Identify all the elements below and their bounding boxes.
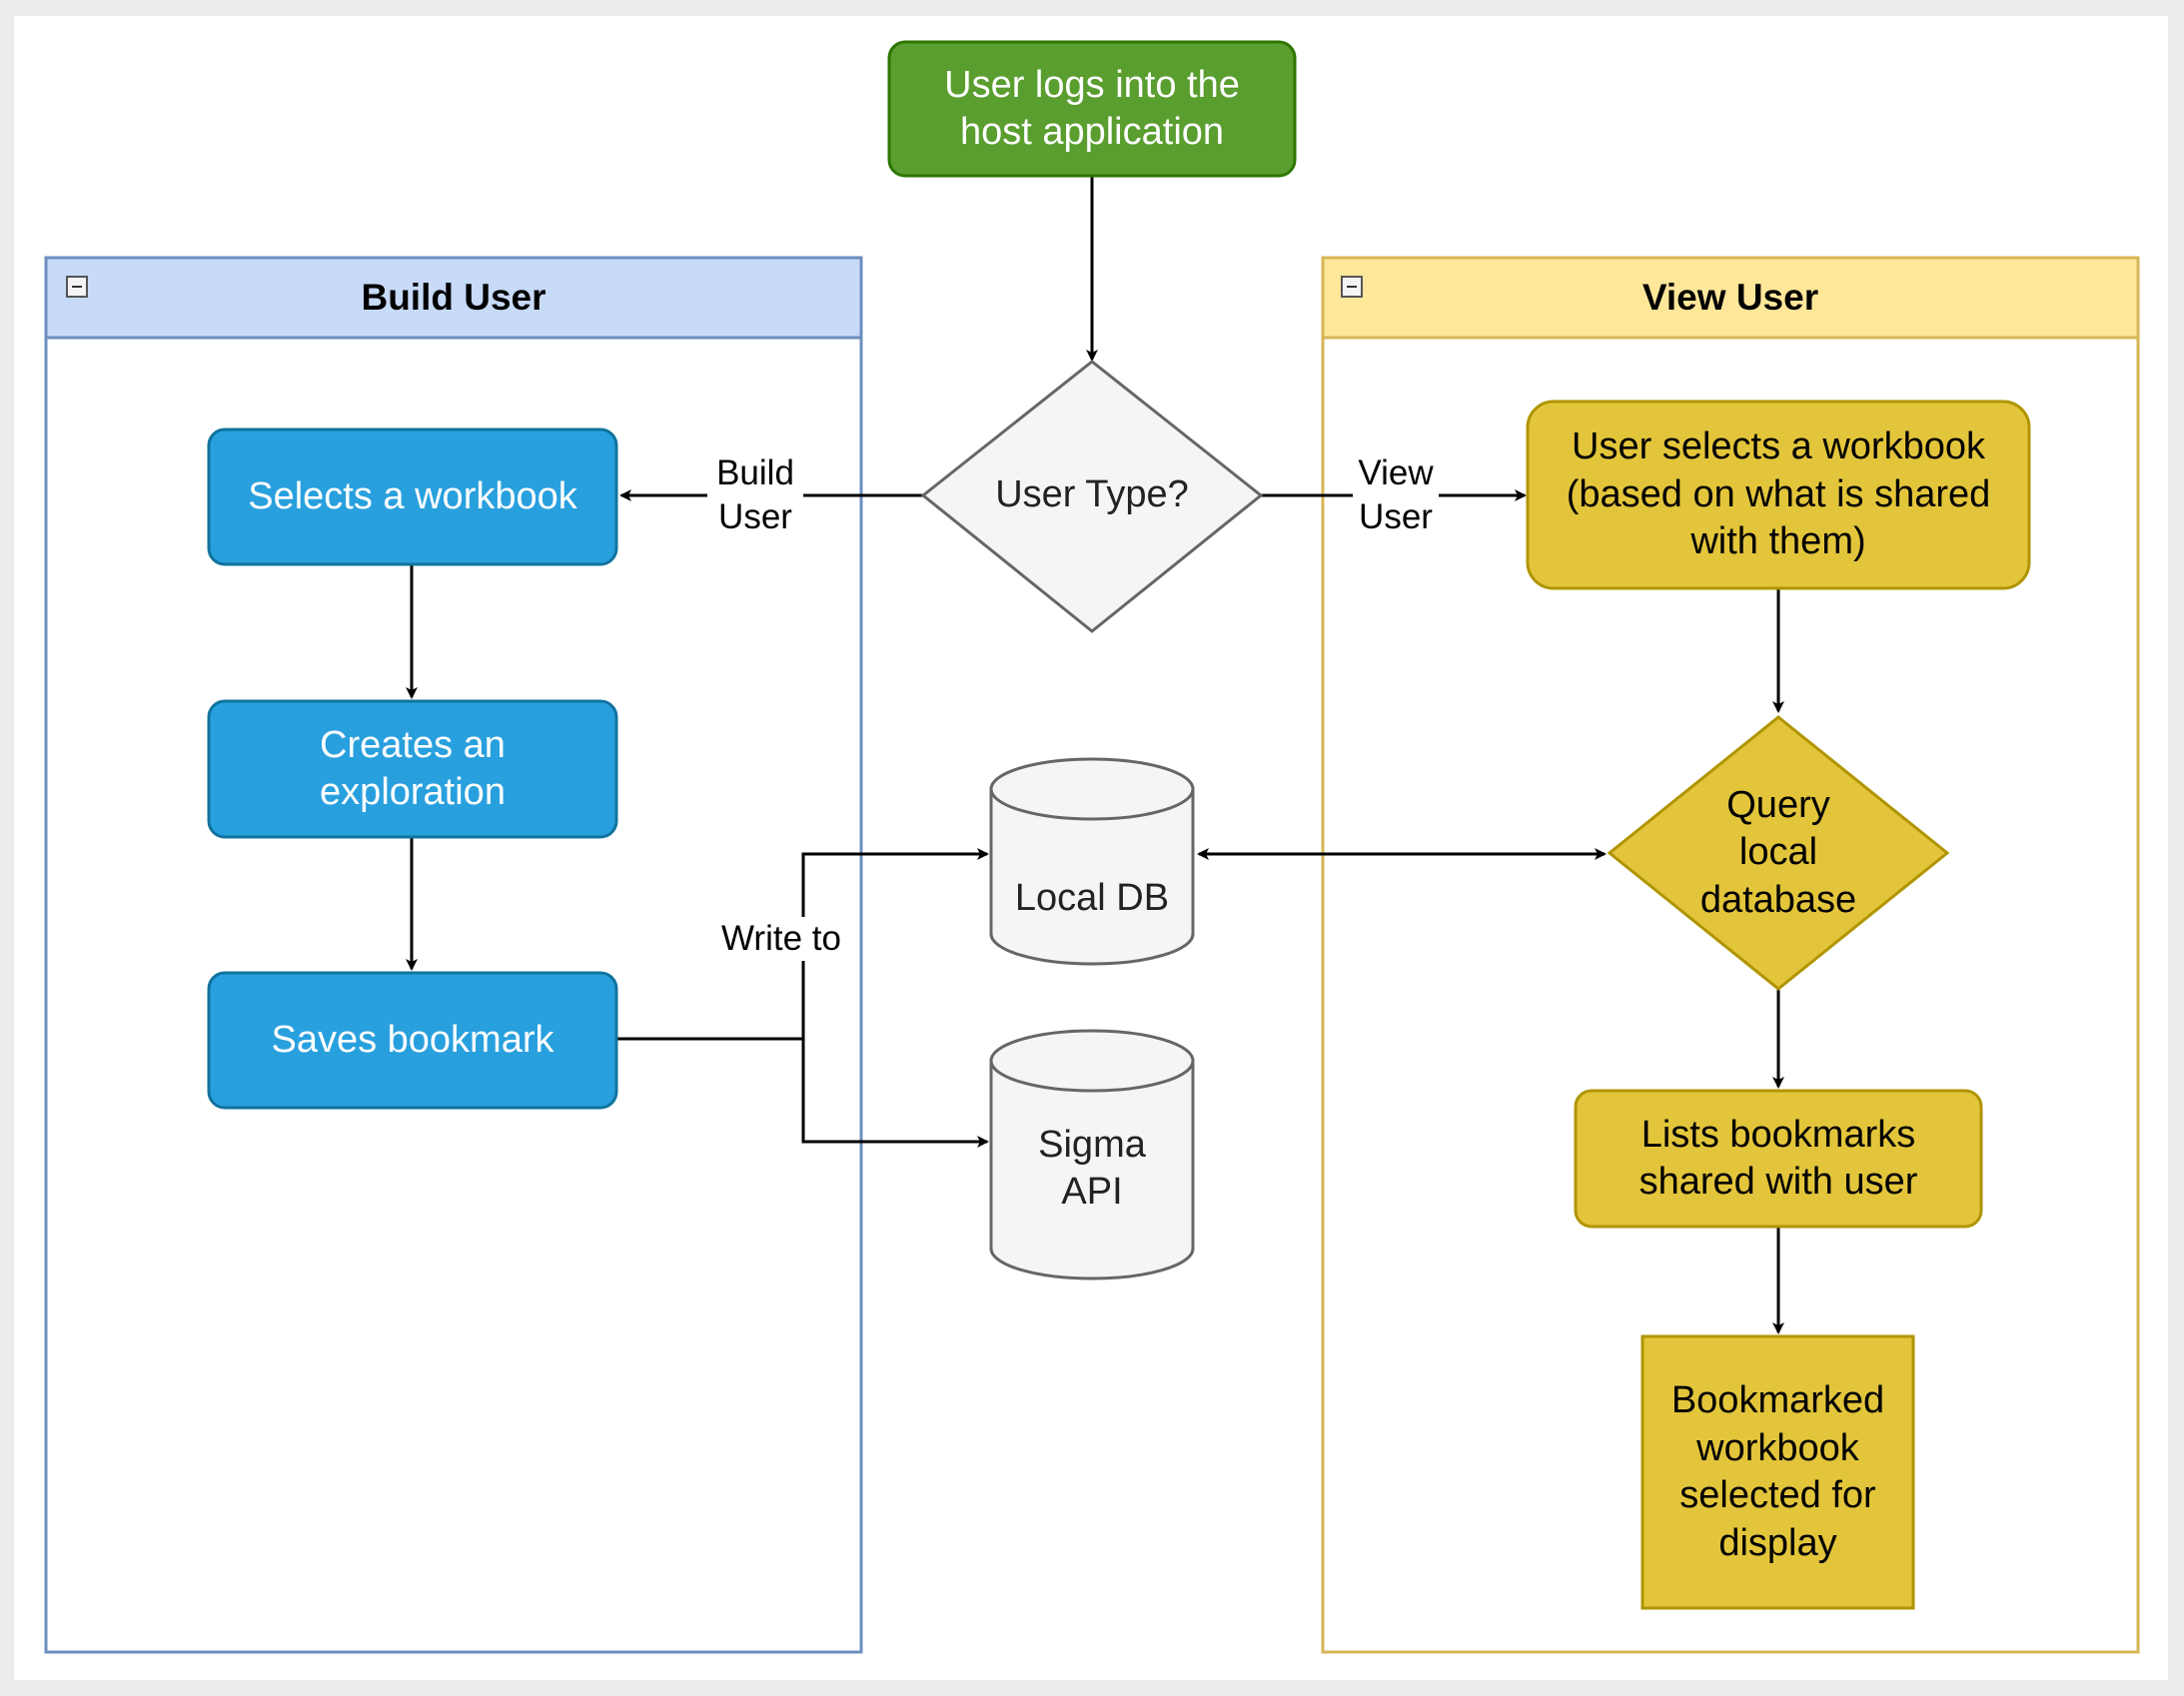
build-lane-collapse-icon[interactable] [66,276,88,298]
sigma-api-cylinder[interactable] [989,1029,1195,1280]
edge-label-build-user: Build User [707,451,803,539]
build-explore-label: Creates an exploration [320,723,506,814]
local-db-label: Local DB [1014,877,1170,920]
view-query-label: Query local database [1699,783,1857,921]
view-user-lane-title: View User [1323,258,2138,338]
view-display-label: Bookmarked workbook selected for display [1670,1379,1885,1564]
build-select-label: Selects a workbook [248,474,577,517]
build-create-exploration-node[interactable] [207,699,618,839]
view-user-title-text: View User [1641,277,1819,318]
view-list-bookmarks-node[interactable] [1574,1089,1983,1229]
edge-label-view-user: View User [1353,451,1439,539]
view-query-local-db-node[interactable] [1607,715,1950,991]
build-save-bookmark-node[interactable] [207,971,618,1110]
user-type-decision[interactable] [920,360,1264,633]
view-user-lane[interactable] [1321,256,2140,1654]
build-select-workbook-node[interactable] [207,427,618,566]
sigma-api-label: Sigma API [1038,1123,1146,1214]
view-display-node[interactable] [1640,1334,1915,1610]
start-node[interactable] [887,40,1297,178]
view-lane-collapse-icon[interactable] [1341,276,1363,298]
build-user-title-text: Build User [361,277,546,318]
edge-save-to-sigma-api [801,1039,989,1148]
view-select-workbook-node[interactable] [1526,400,2031,590]
build-user-lane[interactable] [44,256,863,1654]
edge-label-write-to: Write to [711,917,851,961]
view-list-label: Lists bookmarks shared with user [1638,1113,1918,1204]
decision-label: User Type? [995,473,1189,516]
build-save-label: Saves bookmark [271,1018,554,1061]
view-select-label: User selects a workbook (based on what i… [1566,425,1991,563]
build-user-lane-title: Build User [46,258,861,338]
start-node-label: User logs into the host application [944,63,1240,154]
local-db-cylinder[interactable] [989,757,1195,966]
